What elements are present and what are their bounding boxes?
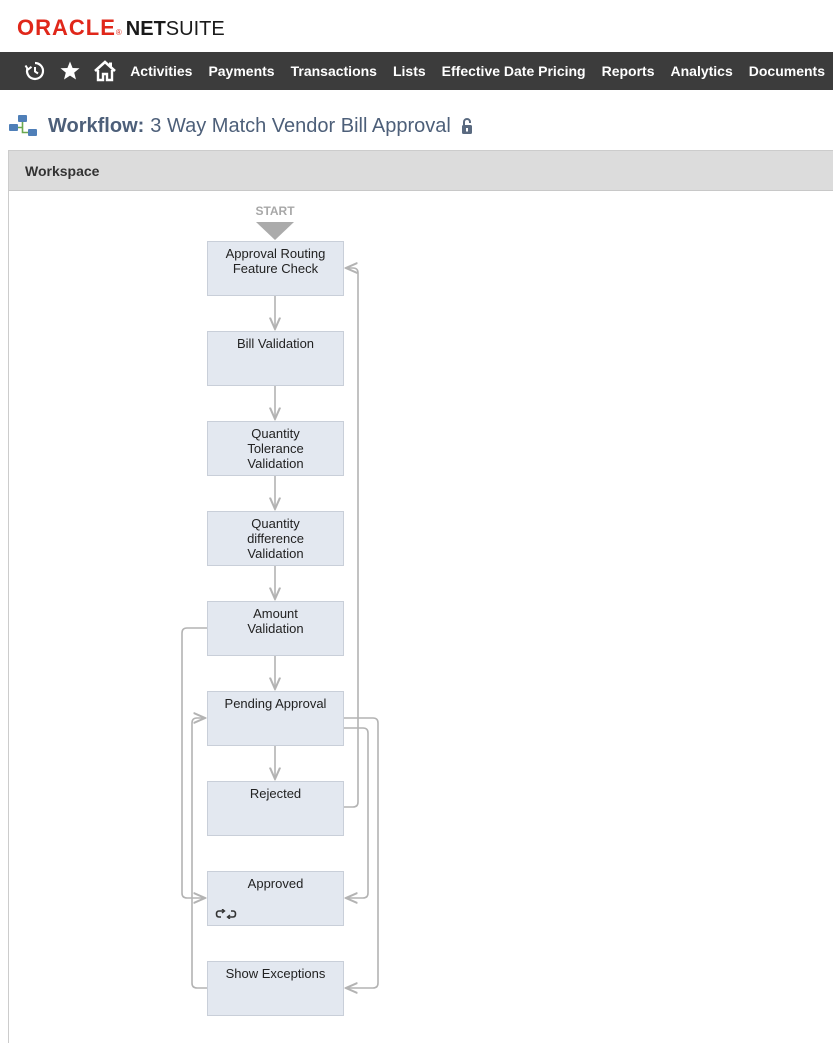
page-title-bar: Workflow: 3 Way Match Vendor Bill Approv… bbox=[0, 106, 833, 146]
state-quantity-tolerance-validation[interactable]: Quantity Tolerance Validation bbox=[207, 421, 344, 476]
state-label: Approval Routing Feature Check bbox=[225, 246, 326, 276]
recent-records-icon bbox=[24, 61, 44, 81]
nav-analytics[interactable]: Analytics bbox=[670, 63, 733, 79]
state-pending-approval[interactable]: Pending Approval bbox=[207, 691, 344, 746]
state-approved[interactable]: Approved bbox=[207, 871, 344, 926]
nav-reports[interactable]: Reports bbox=[601, 63, 655, 79]
start-label: START bbox=[255, 204, 295, 218]
workspace-canvas bbox=[8, 191, 833, 1043]
nav-transactions[interactable]: Transactions bbox=[290, 63, 377, 79]
state-label: Quantity difference Validation bbox=[247, 516, 304, 561]
home-icon bbox=[93, 60, 116, 82]
state-rejected[interactable]: Rejected bbox=[207, 781, 344, 836]
nav-activities[interactable]: Activities bbox=[130, 63, 193, 79]
state-show-exceptions[interactable]: Show Exceptions bbox=[207, 961, 344, 1016]
page-title: 3 Way Match Vendor Bill Approval bbox=[150, 114, 451, 137]
star-icon bbox=[60, 61, 80, 80]
nav-payments[interactable]: Payments bbox=[208, 63, 275, 79]
logo-net-text: NET bbox=[125, 18, 166, 40]
repeat-icon bbox=[215, 909, 237, 919]
state-amount-validation[interactable]: Amount Validation bbox=[207, 601, 344, 656]
workflow-icon bbox=[9, 115, 37, 136]
logo-oracle-text: ORACLE bbox=[17, 15, 116, 40]
brand-bar: ORACLE ® NET SUITE bbox=[0, 0, 833, 52]
nav-effective-date-pricing[interactable]: Effective Date Pricing bbox=[441, 63, 586, 79]
home-button[interactable] bbox=[87, 52, 122, 90]
state-bill-validation[interactable]: Bill Validation bbox=[207, 331, 344, 386]
nav-documents[interactable]: Documents bbox=[748, 63, 825, 79]
state-label: Pending Approval bbox=[224, 696, 327, 711]
state-label: Quantity Tolerance Validation bbox=[247, 426, 304, 471]
state-approval-routing-feature-check[interactable]: Approval Routing Feature Check bbox=[207, 241, 344, 296]
workspace-header: Workspace bbox=[8, 150, 833, 191]
logo-registered-mark: ® bbox=[115, 28, 122, 37]
state-label: Bill Validation bbox=[236, 336, 315, 351]
logo-suite-text: SUITE bbox=[165, 18, 225, 40]
main-navigation: Activities Payments Transactions Lists E… bbox=[0, 52, 833, 90]
page-title-label: Workflow: bbox=[48, 114, 145, 137]
state-label: Approved bbox=[247, 876, 304, 891]
state-quantity-difference-validation[interactable]: Quantity difference Validation bbox=[207, 511, 344, 566]
recent-records-button[interactable] bbox=[17, 52, 52, 90]
state-label: Rejected bbox=[249, 786, 302, 801]
state-label: Amount Validation bbox=[247, 606, 304, 636]
state-label: Show Exceptions bbox=[225, 966, 326, 981]
workspace-title: Workspace bbox=[25, 163, 100, 179]
oracle-netsuite-logo[interactable]: ORACLE ® NET SUITE bbox=[17, 15, 225, 41]
nav-lists[interactable]: Lists bbox=[392, 63, 426, 79]
unlock-icon[interactable] bbox=[461, 117, 473, 135]
favorites-button[interactable] bbox=[52, 52, 87, 90]
